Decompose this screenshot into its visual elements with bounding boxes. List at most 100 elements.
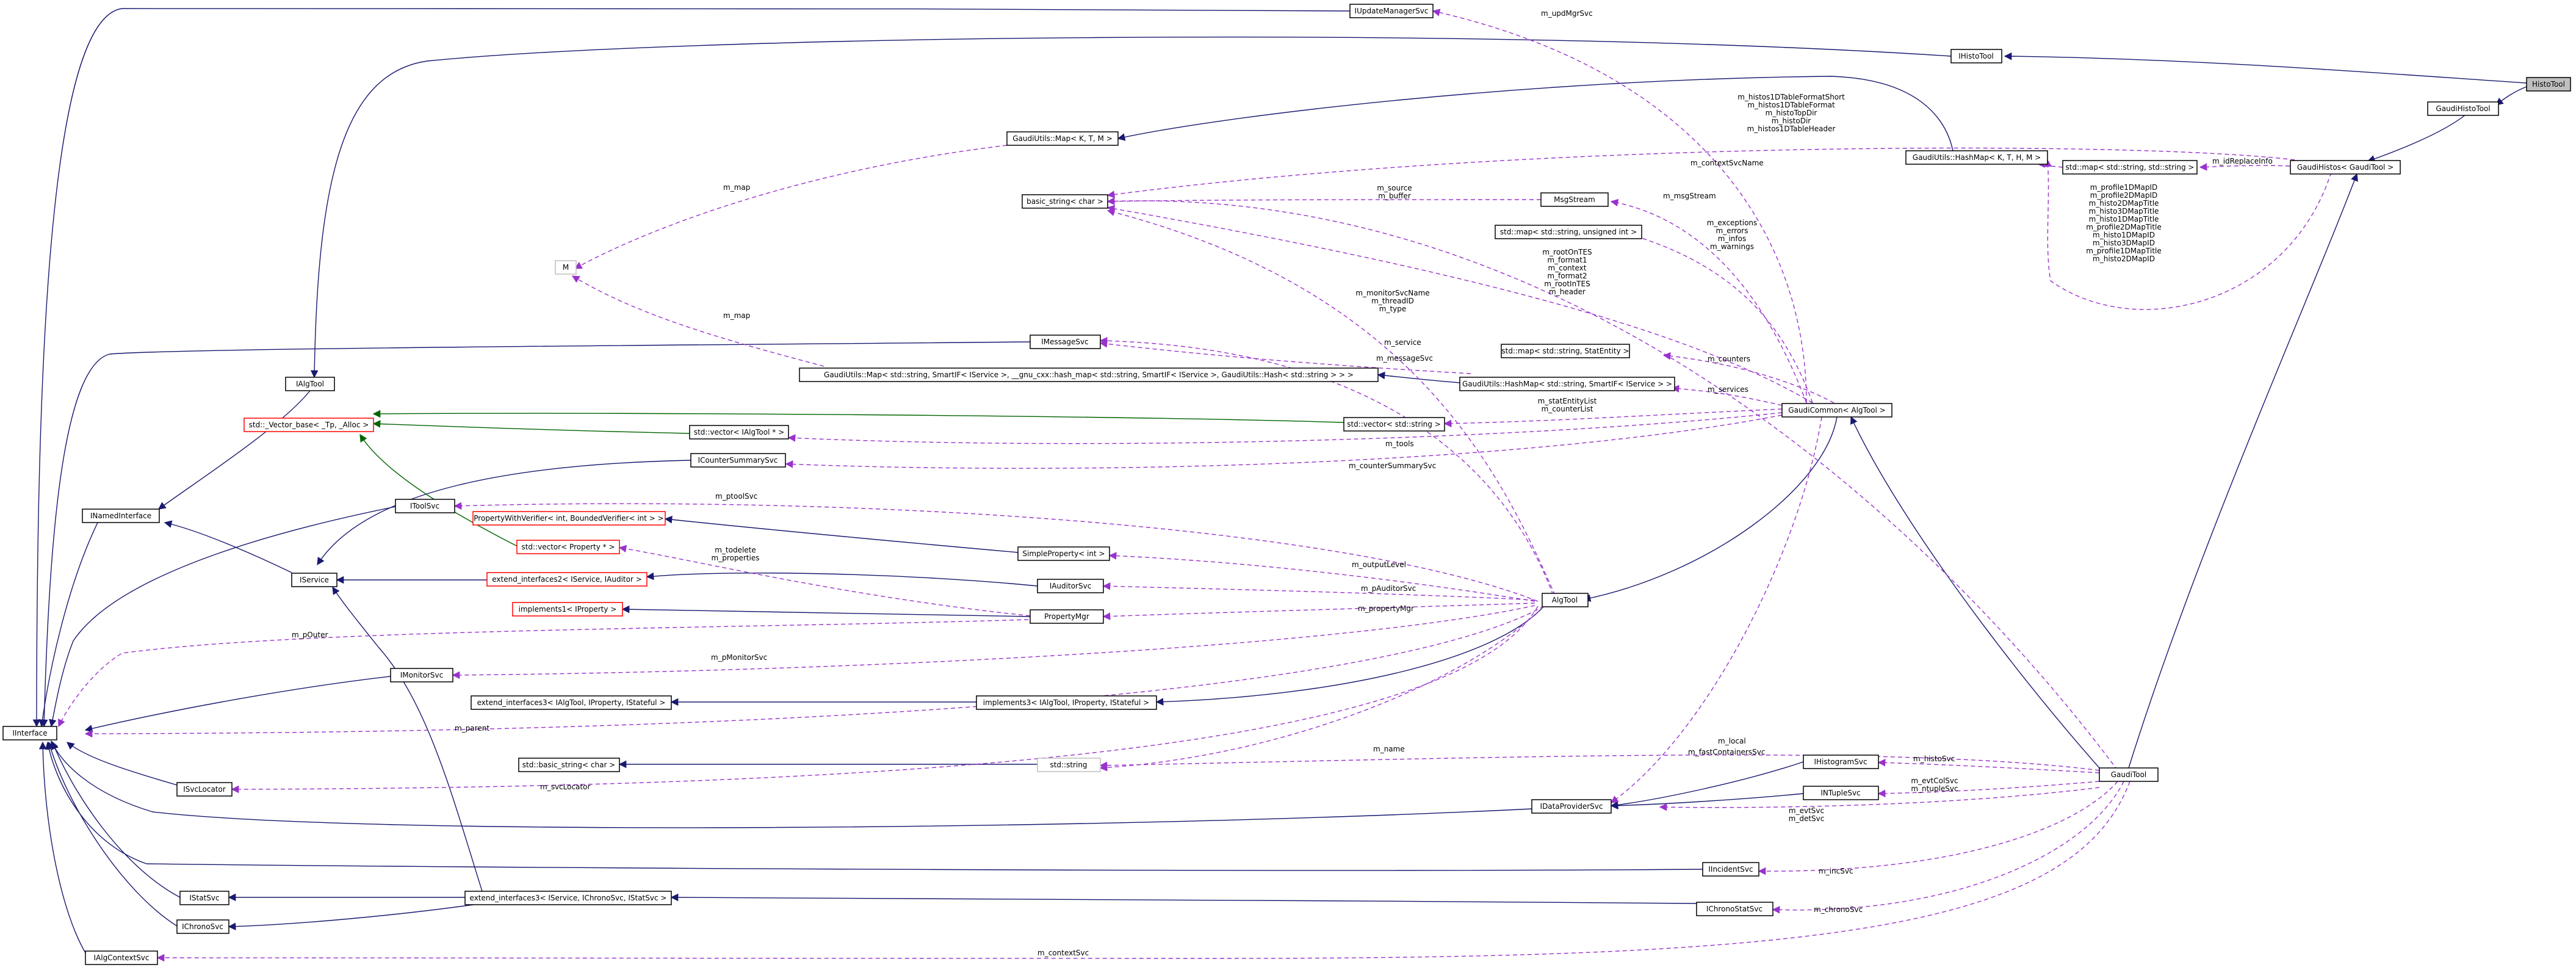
edge-histotool-gaudihistotool xyxy=(2495,86,2527,106)
edge-map-mid xyxy=(571,275,824,367)
node-mapstrint[interactable]: std::map< std::string, unsigned int > xyxy=(1495,225,1642,239)
node-gaudihashmap[interactable]: GaudiUtils::HashMap< K, T, H, M > xyxy=(1905,150,2048,165)
node-label: IToolSvc xyxy=(410,502,439,510)
node-iinterface[interactable]: IInterface xyxy=(2,726,57,740)
node-label: IUpdateManagerSvc xyxy=(1355,7,1429,15)
node-gaudihistotool[interactable]: GaudiHistoTool xyxy=(2427,101,2499,116)
edge-ialgtool-inamedinterface xyxy=(157,390,311,510)
node-vectorstring[interactable]: std::vector< std::string > xyxy=(1343,417,1445,432)
label-services: m_services xyxy=(1708,385,1748,394)
label-line: m_evtSvc xyxy=(1789,806,1824,815)
node-itoolsvc[interactable]: IToolSvc xyxy=(395,499,455,513)
node-ichronosvc[interactable]: IChronoSvc xyxy=(176,919,229,934)
node-mapstrstr[interactable]: std::map< std::string, std::string > xyxy=(2062,160,2198,175)
edge-gauditool-gaudicommon xyxy=(1850,416,2100,769)
node-label: IHistoTool xyxy=(1958,52,1994,60)
edge-counters xyxy=(1662,352,1835,404)
node-extendinterfaces3chrono[interactable]: extend_interfaces3< IService, IChronoSvc… xyxy=(464,891,672,905)
edge-ihistotool-ialgtool xyxy=(310,37,1952,378)
node-extendinterfaces2[interactable]: extend_interfaces2< IService, IAuditor > xyxy=(486,572,648,587)
node-gauditool[interactable]: GaudiTool xyxy=(2099,767,2159,782)
label-histosvc: m_histoSvc xyxy=(1913,755,1955,763)
node-ialgcontextsvc[interactable]: IAlgContextSvc xyxy=(85,950,158,965)
node-stdstring[interactable]: std::string xyxy=(1037,758,1101,772)
node-basicstring[interactable]: basic_string< char > xyxy=(1022,194,1108,209)
node-idataprovidersvc[interactable]: IDataProviderSvc xyxy=(1531,799,1612,814)
edge-vectorproperty-vectorbase xyxy=(359,433,519,548)
node-basicstringstd[interactable]: std::basic_string< char > xyxy=(518,758,620,772)
node-simpleproperty[interactable]: SimpleProperty< int > xyxy=(1017,546,1110,561)
node-imessagesvc[interactable]: IMessageSvc xyxy=(1030,335,1101,349)
edge-idreplaceinfo xyxy=(2199,163,2290,171)
node-iservice[interactable]: IService xyxy=(291,573,337,587)
edge-extendinterfaces3chrono-iservice xyxy=(332,586,483,892)
edge-map-top xyxy=(574,145,1008,269)
node-label: std::basic_string< char > xyxy=(522,761,616,769)
label-incsvc: m_incSvc xyxy=(1819,867,1853,875)
label-counters: m_counters xyxy=(1708,355,1750,363)
node-iincidentsvc[interactable]: IIncidentSvc xyxy=(1702,862,1759,877)
label-fastcontainerssvc: m_fastContainersSvc xyxy=(1688,748,1765,756)
node-gaudimapsmartif[interactable]: GaudiUtils::Map< std::string, SmartIF< I… xyxy=(799,367,1379,382)
node-istatsvc[interactable]: IStatSvc xyxy=(179,891,229,905)
node-isvclocator[interactable]: ISvcLocator xyxy=(176,782,233,797)
node-gaudimap[interactable]: GaudiUtils::Map< K, T, M > xyxy=(1006,131,1119,146)
node-ialgtool[interactable]: IAlgTool xyxy=(285,377,335,391)
node-updatemanager[interactable]: IUpdateManagerSvc xyxy=(1349,4,1434,18)
node-m[interactable]: M xyxy=(555,260,577,275)
edge-updatemanager-iinterface xyxy=(32,7,1351,728)
node-intuplesvc[interactable]: INTupleSvc xyxy=(1803,786,1879,800)
node-implements3[interactable]: implements3< IAlgTool, IProperty, IState… xyxy=(976,695,1157,710)
edge-intuplesvc-idataprovidersvc xyxy=(1610,793,1804,810)
label-line: m_profile1DMapID xyxy=(2090,183,2158,192)
label-pmonitorsvc: m_pMonitorSvc xyxy=(711,653,767,662)
edge-parent xyxy=(84,606,1545,738)
node-mapstrstatentity[interactable]: std::map< std::string, StatEntity > xyxy=(1501,344,1630,358)
node-ichronostatsvc[interactable]: IChronoStatSvc xyxy=(1696,902,1773,916)
edge-iauditorsvc-extendinterfaces2 xyxy=(646,572,1038,587)
edge-vectorstring-vectorbase xyxy=(372,410,1344,423)
edge-vectorialgtool-vectorbase xyxy=(372,420,690,434)
node-icountersummary[interactable]: ICounterSummarySvc xyxy=(690,453,786,468)
node-vectorproperty[interactable]: std::vector< Property * > xyxy=(516,540,620,554)
label-map-top: m_map xyxy=(723,183,750,192)
edge-messagesvc xyxy=(1099,340,1471,374)
node-msgstream[interactable]: MsgStream xyxy=(1540,192,1609,207)
node-inamedinterface[interactable]: INamedInterface xyxy=(82,509,160,523)
edge-icountersummary-iservice xyxy=(317,460,691,566)
label-map-mid: m_map xyxy=(723,311,750,320)
node-vectorialgtool[interactable]: std::vector< IAlgTool * > xyxy=(689,425,789,440)
node-gaudicommon[interactable]: GaudiCommon< AlgTool > xyxy=(1781,403,1892,418)
node-propertywithverifier[interactable]: PropertyWithVerifier< int, BoundedVerifi… xyxy=(472,511,666,526)
node-implements1[interactable]: implements1< IProperty > xyxy=(512,602,623,617)
edge-histosvc xyxy=(1877,759,2100,773)
edge-ihistogramsvc-idataprovidersvc xyxy=(1610,761,1804,809)
node-label: IInterface xyxy=(12,729,47,737)
node-vectorbase[interactable]: std::_Vector_base< _Tp, _Alloc > xyxy=(244,418,374,432)
node-hashmapsmartif[interactable]: GaudiUtils::HashMap< std::string, SmartI… xyxy=(1459,377,1675,391)
node-imonitorsvc[interactable]: IMonitorSvc xyxy=(390,668,453,682)
edge-outputlevel xyxy=(1108,552,1535,602)
label-parent: m_parent xyxy=(455,724,489,733)
label-contextsvcname: m_contextSvcName xyxy=(1690,159,1764,167)
node-label: IMonitorSvc xyxy=(400,671,443,679)
node-label: GaudiTool xyxy=(2111,770,2147,779)
node-gaudihistos[interactable]: GaudiHistos< GaudiTool > xyxy=(2290,160,2401,175)
node-histotool[interactable]: HistoTool xyxy=(2526,77,2571,92)
label-line: m_histo3DMapTitle xyxy=(2089,207,2159,215)
node-ihistogramsvc[interactable]: IHistogramSvc xyxy=(1803,755,1879,769)
label-line: m_type xyxy=(1379,305,1407,313)
node-ihistotool[interactable]: IHistoTool xyxy=(1950,49,2002,63)
label-line: m_infos xyxy=(1718,234,1746,243)
node-propertymgr[interactable]: PropertyMgr xyxy=(1030,609,1104,624)
node-algtool[interactable]: AlgTool xyxy=(1542,593,1589,607)
node-extendinterfaces3[interactable]: extend_interfaces3< IAlgTool, IProperty,… xyxy=(471,695,672,710)
node-iauditorsvc[interactable]: IAuditorSvc xyxy=(1037,579,1104,593)
label-line: m_profile2DMapTitle xyxy=(2086,223,2162,231)
